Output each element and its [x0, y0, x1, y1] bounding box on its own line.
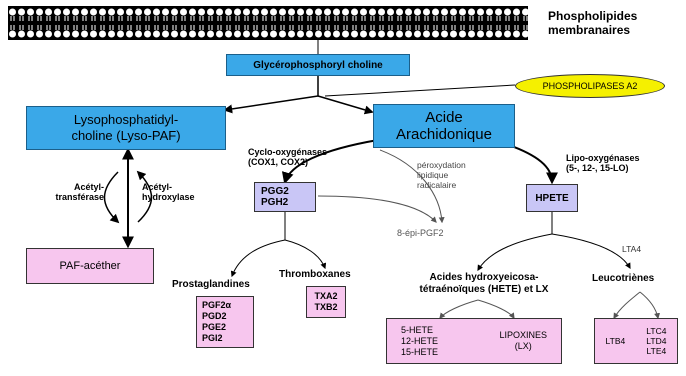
hete-heading: Acides hydroxyeicosa- tétraénoïques (HET… — [392, 272, 576, 296]
pgh2-label: PGH2 — [261, 197, 289, 208]
leucotrienes-label: Leucotriènes — [592, 273, 655, 284]
perox-line1: péroxydation — [417, 160, 466, 170]
prostaglandines-label: Prostaglandines — [172, 279, 250, 290]
phospholipase-a2-label: PHOSPHOLIPASES A2 — [542, 81, 638, 91]
membrane-label-line2: membranaires — [548, 23, 631, 37]
acetyl-transferase-line2: transférase — [55, 192, 104, 202]
lipoxines: LIPOXINES (LX) — [499, 330, 547, 352]
acide-arachidonique-box: Acide Arachidonique — [373, 104, 515, 148]
lipo-line1: Lipo-oxygénases — [566, 153, 640, 163]
peroxydation-label: péroxydation lipidique radicalaire — [417, 160, 466, 190]
pge2-label: PGE2 — [202, 322, 227, 332]
lyso-paf-box: Lysophosphatidyl- choline (Lyso-PAF) — [26, 106, 226, 150]
acetyl-hydroxylase-label: Acétyl- hydroxylase — [142, 182, 195, 202]
acide-line2: Arachidonique — [396, 126, 492, 143]
membrane-label-line1: Phospholipides — [548, 9, 638, 23]
epi-pgf2-label: 8-épi-PGF2 — [397, 228, 444, 238]
pgi2-label: PGI2 — [202, 333, 223, 343]
ltc4-label: LTC4 — [646, 326, 667, 336]
acetyl-hydroxylase-line2: hydroxylase — [142, 192, 195, 202]
txa2-label: TXA2 — [314, 291, 338, 301]
lipo-line2: (5-, 12-, 15-LO) — [566, 163, 629, 173]
thromboxanes-label: Thromboxanes — [279, 269, 351, 280]
lipoxines-line1: LIPOXINES — [499, 330, 547, 340]
perox-line3: radicalaire — [417, 180, 457, 190]
hete-line2: tétraénoïques (HETE) et LX — [419, 284, 549, 295]
lyso-paf-line1: Lysophosphatidyl- — [73, 112, 179, 127]
glycerophosphoryl-choline-label: Glycérophosphoryl choline — [253, 59, 383, 71]
hpete-box: HPETE — [526, 184, 578, 212]
ltc-list: LTC4 LTD4 LTE4 — [646, 326, 666, 356]
glycerophosphoryl-choline-box: Glycérophosphoryl choline — [226, 54, 410, 76]
hete-list: 5-HETE 12-HETE 15-HETE — [401, 325, 438, 358]
lte4-label: LTE4 — [646, 346, 667, 356]
perox-line2: lipidique — [417, 170, 449, 180]
cox-line1: Cyclo-oxygénases — [248, 147, 328, 157]
15-hete-label: 15-HETE — [401, 346, 439, 357]
acetyl-hydroxylase-line1: Acétyl- — [142, 182, 173, 192]
cyclooxygenases-label: Cyclo-oxygénases (COX1, COX2) — [248, 147, 327, 167]
membrane-pattern — [8, 6, 528, 40]
hete-line1: Acides hydroxyeicosa- — [429, 272, 539, 283]
membrane-bilayer — [8, 6, 528, 40]
acide-line1: Acide — [425, 109, 463, 126]
pgg2-pgh2-box: PGG2 PGH2 — [254, 182, 316, 212]
prostaglandines-box: PGF2α PGD2 PGE2 PGI2 — [196, 296, 254, 348]
acetyl-transferase-label: Acétyl- transférase — [42, 182, 104, 202]
12-hete-label: 12-HETE — [401, 335, 439, 346]
leucotrienes-box: LTB4 LTC4 LTD4 LTE4 — [594, 318, 678, 364]
hete-lipoxines-box: 5-HETE 12-HETE 15-HETE LIPOXINES (LX) — [386, 318, 562, 364]
pgg2-label: PGG2 — [261, 186, 289, 197]
lipoxines-line2: (LX) — [514, 341, 532, 351]
5-hete-label: 5-HETE — [401, 324, 434, 335]
paf-acether-label: PAF-acéther — [59, 260, 121, 272]
lipoxygenases-label: Lipo-oxygénases (5-, 12-, 15-LO) — [566, 153, 640, 173]
lyso-paf-line2: choline (Lyso-PAF) — [71, 128, 181, 143]
paf-acether-box: PAF-acéther — [26, 248, 154, 284]
cox-line2: (COX1, COX2) — [248, 157, 309, 167]
pgd2-label: PGD2 — [202, 311, 227, 321]
acetyl-transferase-line1: Acétyl- — [73, 182, 104, 192]
membrane-label: Phospholipides membranaires — [548, 9, 637, 37]
hpete-label: HPETE — [535, 192, 569, 204]
thromboxanes-box: TXA2 TXB2 — [306, 286, 346, 318]
txb2-label: TXB2 — [314, 302, 338, 312]
lta4-label: LTA4 — [622, 244, 642, 254]
ltb4-label: LTB4 — [605, 336, 626, 346]
phospholipase-a2-ellipse: PHOSPHOLIPASES A2 — [515, 74, 665, 98]
pgf2a-label: PGF2α — [202, 300, 232, 310]
ltd4-label: LTD4 — [646, 336, 667, 346]
